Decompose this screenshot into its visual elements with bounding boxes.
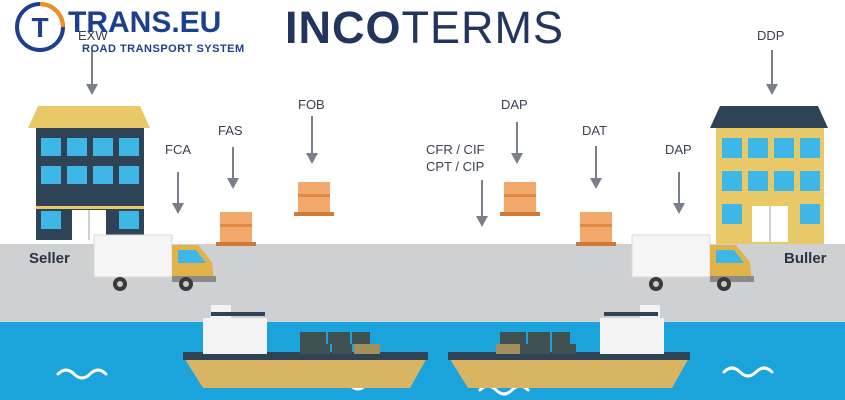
left-ship [183, 305, 428, 388]
logo-brand: TRANS.EU [68, 6, 222, 39]
arrows [86, 50, 778, 227]
right-ship [448, 305, 690, 388]
seller-building [28, 106, 150, 240]
buyer-label: Buller [784, 250, 827, 267]
arrow-exw [86, 50, 98, 95]
right-truck [631, 234, 754, 291]
term-fas: FAS [218, 123, 243, 138]
term-exw: EXW [78, 28, 108, 43]
svg-text:T: T [31, 12, 48, 43]
left-truck [93, 234, 216, 291]
term-fob: FOB [298, 97, 325, 112]
arrow-fas [227, 147, 239, 189]
cargo-box-dap [500, 182, 540, 216]
term-fca: FCA [165, 142, 191, 157]
arrow-fob [306, 116, 318, 164]
cargo-box-dat [576, 212, 616, 246]
title-light: TERMS [401, 2, 564, 53]
term-dap-center: DAP [501, 97, 528, 112]
arrow-dap-center [511, 122, 523, 164]
cargo-box-fas [216, 212, 256, 246]
wave-left [56, 368, 108, 380]
arrow-ddp [766, 50, 778, 95]
logo-tagline: ROAD TRANSPORT SYSTEM [82, 43, 245, 55]
term-cfr-cif: CFR / CIF [426, 142, 485, 157]
arrow-fca [172, 172, 184, 214]
term-cpt-cip: CPT / CIP [426, 159, 485, 174]
buyer-building [710, 106, 828, 244]
logo-mark: T [15, 2, 65, 52]
title-bold: INCO [285, 2, 402, 53]
term-dap-right: DAP [665, 142, 692, 157]
arrow-dap-right [673, 172, 685, 214]
arrow-cfr [476, 180, 488, 227]
seller-label: Seller [29, 250, 70, 267]
wave-right [722, 366, 774, 378]
term-dat: DAT [582, 123, 608, 138]
page-title: INCOTERMS [285, 2, 564, 54]
term-ddp: DDP [757, 28, 785, 43]
arrow-dat [590, 146, 602, 189]
cargo-box-fob [294, 182, 334, 216]
